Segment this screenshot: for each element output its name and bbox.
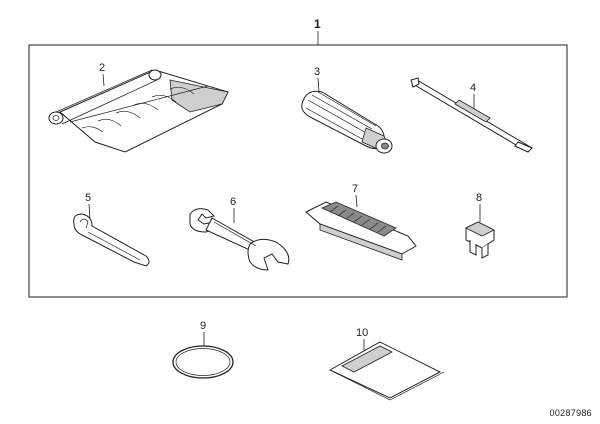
part-6-open-end-wrench[interactable]: 6 — [189, 196, 290, 271]
part-3-screwdriver-handle[interactable]: 3 — [301, 66, 393, 154]
pouch-flap — [341, 345, 393, 373]
o-ring-inner — [175, 348, 231, 376]
tool-kit-frame — [28, 44, 568, 298]
leader-7 — [355, 194, 358, 208]
pouch-body — [328, 341, 442, 399]
wrench-shaft-edge — [213, 221, 257, 247]
holder-grip — [321, 201, 397, 237]
blade-end — [410, 77, 420, 88]
holder-side — [319, 223, 403, 261]
tool-roll-pockets — [81, 87, 195, 133]
callout-7: 7 — [352, 183, 358, 195]
handle-grip-ribs — [305, 91, 377, 141]
part-4-screwdriver-blade[interactable]: 4 — [410, 77, 533, 153]
tool-roll-flap — [169, 79, 229, 113]
spanner-edge — [87, 231, 141, 261]
callout-2: 2 — [99, 62, 105, 74]
handle-socket-hole — [381, 142, 389, 150]
spanner-hook — [79, 218, 89, 229]
tool-roll-end-right — [148, 69, 162, 81]
tool-roll-end-inner — [52, 115, 60, 121]
callout-8: 8 — [476, 192, 482, 204]
callout-1: 1 — [314, 17, 321, 31]
tool-roll-end — [48, 111, 64, 125]
part-10-pouch[interactable]: 10 — [328, 327, 445, 401]
blade-grip — [454, 99, 491, 123]
o-ring-outer — [172, 345, 234, 379]
callout-5: 5 — [85, 192, 91, 204]
fuse-top — [465, 221, 495, 237]
tool-roll-stitch — [69, 85, 209, 123]
part-9-o-ring[interactable]: 9 — [172, 320, 234, 379]
blade-tip — [514, 141, 533, 153]
leader-5 — [88, 203, 91, 221]
callout-6: 6 — [230, 196, 236, 208]
leader-2 — [102, 73, 105, 87]
callout-10: 10 — [356, 327, 368, 339]
wrench-head-large — [247, 238, 290, 271]
leader-3 — [317, 77, 320, 93]
tool-roll-body — [59, 69, 229, 153]
part-7-holder[interactable]: 7 — [305, 183, 417, 261]
pouch-edge — [333, 371, 445, 401]
fuse-legs — [469, 240, 489, 259]
callout-4: 4 — [470, 82, 476, 94]
spanner-body — [73, 213, 150, 267]
part-5-hook-spanner[interactable]: 5 — [73, 192, 150, 267]
holder-grip-ribs — [329, 205, 387, 233]
part-8-fuse[interactable]: 8 — [465, 192, 495, 259]
callout-3: 3 — [314, 66, 320, 78]
tool-kit-group: 1 — [28, 17, 568, 298]
callout-9: 9 — [200, 320, 206, 332]
part-2-tool-roll[interactable]: 2 — [48, 62, 229, 153]
drawing-reference-number: 00287986 — [549, 408, 592, 418]
tool-roll-top-edge — [55, 69, 158, 125]
